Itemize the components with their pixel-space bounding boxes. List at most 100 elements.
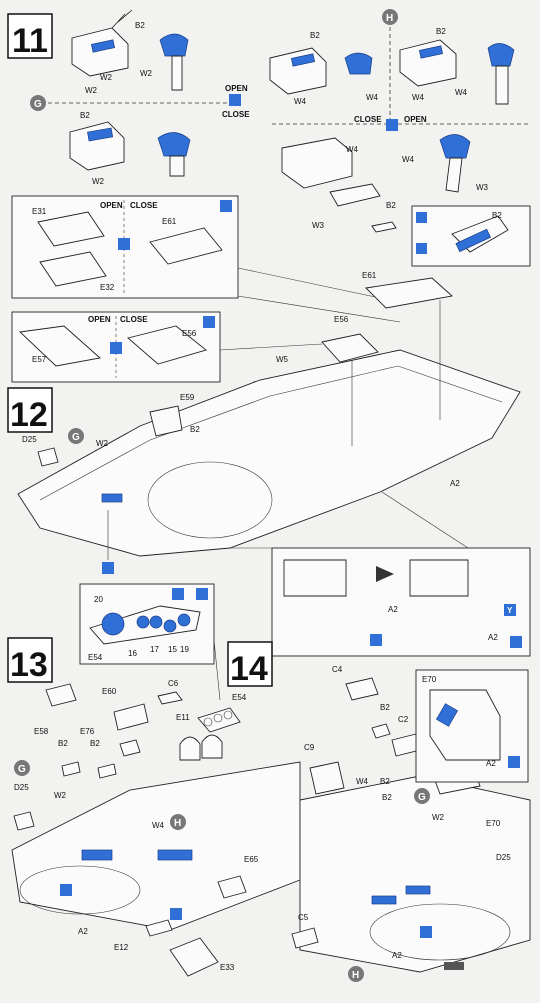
blue-part-14 [371, 895, 397, 905]
label-e70-inset: E70 [422, 675, 437, 684]
leader-line [219, 343, 323, 351]
option-icon-4 [110, 342, 122, 354]
part-e61 [365, 277, 453, 309]
marker-h-label: H [386, 13, 393, 24]
label-b2: B2 [310, 31, 320, 40]
marker-h-14 [348, 966, 364, 982]
label-c4: C4 [332, 665, 343, 674]
open-label: OPEN [225, 84, 248, 93]
step-14: 14 C4 B2 C2 C9 W4 B2 B2 G W2 D25 E70 C5 … [227, 641, 531, 982]
periscope-assembly-1: W2 [140, 33, 189, 91]
label-w3: W3 [312, 221, 325, 230]
label-e65: E65 [244, 855, 259, 864]
label-e11: E11 [176, 713, 190, 722]
paint-icon-2 [370, 634, 382, 646]
marker-g-13 [14, 760, 30, 776]
hull-lower [17, 349, 521, 557]
arrow-right-icon [376, 566, 394, 582]
sand-icon-2 [60, 884, 72, 896]
hatch-assembly-2: B2 W2 [69, 111, 125, 186]
sand-icon-3 [170, 908, 182, 920]
step-14-number: 14 [230, 650, 268, 688]
step-12-box [7, 387, 53, 433]
step-13-number: 13 [10, 646, 48, 684]
track-panel-inset-2: OPEN CLOSE E57 E56 [11, 311, 221, 383]
label-w2: W2 [92, 177, 105, 186]
turret-ring-14 [369, 903, 511, 961]
hatch-assembly-1: B2 W2 W2 [71, 9, 145, 95]
close-label: CLOSE [222, 110, 250, 119]
label-e61-hull: E61 [362, 271, 377, 280]
leader-line [213, 639, 221, 701]
marker-h-13-label: H [174, 818, 181, 829]
label-e12: E12 [114, 943, 129, 952]
open-label-2: OPEN [404, 115, 427, 124]
label-e33: E33 [220, 963, 235, 972]
label-e56: E56 [182, 329, 197, 338]
glue-icon-2 [220, 200, 232, 212]
label-a2-inset: A2 [486, 759, 496, 768]
option-icon [229, 94, 241, 106]
label-w4: W4 [412, 93, 425, 102]
label-w2: W2 [85, 86, 98, 95]
star-icon [172, 588, 184, 600]
glue-icon-4 [510, 636, 522, 648]
label-c5: C5 [298, 913, 309, 922]
label-w4: W4 [402, 155, 415, 164]
label-a2-14: A2 [392, 951, 402, 960]
label-20: 20 [94, 595, 103, 604]
turret-ring [147, 461, 273, 539]
label-e54-13: E54 [232, 693, 247, 702]
label-w4-14: W4 [356, 777, 369, 786]
marker-h [382, 9, 398, 25]
label-e59: E59 [180, 393, 195, 402]
step-14-box [227, 641, 273, 687]
sand-icon [102, 562, 114, 574]
option-icon-3 [118, 238, 130, 250]
marker-g-12-label: G [72, 432, 80, 443]
marker-g-label: G [34, 99, 42, 110]
label-b2-12: B2 [190, 425, 200, 434]
label-b2: B2 [80, 111, 90, 120]
label-c6: C6 [168, 679, 179, 688]
marker-g-14 [414, 788, 430, 804]
open-label-3: OPEN [100, 201, 123, 210]
label-b2-13a: B2 [58, 739, 68, 748]
step-12: 12 E61 E56 W5 E59 B2 D25 G W2 A2 [7, 271, 521, 574]
label-d25: D25 [22, 435, 37, 444]
label-w2-13: W2 [54, 791, 67, 800]
label-a2-detail: A2 [388, 605, 398, 614]
label-b2: B2 [135, 21, 145, 30]
label-17: 17 [150, 645, 159, 654]
leader-line [381, 491, 469, 549]
label-b2-13b: B2 [90, 739, 100, 748]
label-e61: E61 [162, 217, 177, 226]
glue-icon-3 [203, 316, 215, 328]
label-w2: W2 [100, 73, 113, 82]
label-e54: E54 [88, 653, 103, 662]
step-13: 13 C6 E54 E11 E58 E60 E76 B2 B2 G D25 W2… [7, 637, 301, 977]
label-e58: E58 [34, 727, 49, 736]
marker-g [30, 95, 46, 111]
label-e60: E60 [102, 687, 117, 696]
label-b2: B2 [436, 27, 446, 36]
blue-part-13b [157, 849, 193, 861]
label-a2: A2 [450, 479, 460, 488]
hull-14 [299, 775, 531, 973]
glue-icon [416, 212, 427, 223]
hull-slot [444, 962, 464, 970]
marker-g-12 [68, 428, 84, 444]
label-e70: E70 [486, 819, 501, 828]
sand-icon-4 [420, 926, 432, 938]
step-11: 11 B2 W2 W2 W2 G OPEN CLOSE B2 W2 [7, 9, 531, 267]
open-label-4: OPEN [88, 315, 111, 324]
paint-icon [416, 243, 427, 254]
glue-icon-5 [196, 588, 208, 600]
marker-h-13 [170, 814, 186, 830]
hatch-assembly-3: B2 W4 W4 [269, 31, 379, 106]
label-e31: E31 [32, 207, 47, 216]
hatch-assembly-open: W4 W3 B2 W4 W3 [281, 134, 489, 233]
step-13-box [7, 637, 53, 683]
